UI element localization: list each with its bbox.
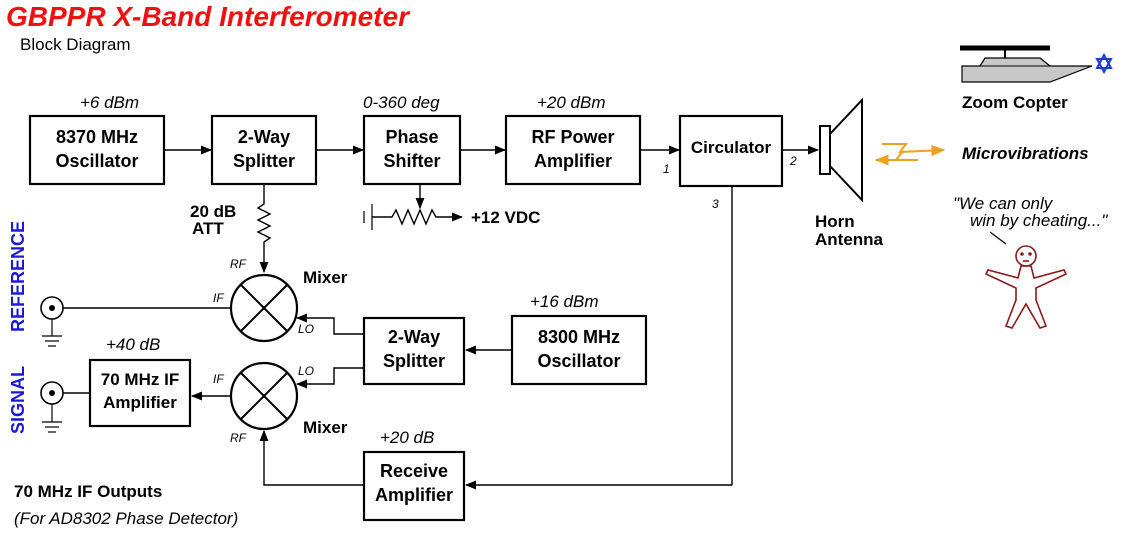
reference-label: REFERENCE	[8, 221, 28, 332]
zoom-copter-icon: Zoom Copter	[960, 45, 1113, 112]
mixer-bottom: Mixer IF LO RF	[213, 361, 348, 445]
mixer-top-if: IF	[213, 291, 224, 305]
circulator-block: Circulator 1 2 3	[663, 114, 797, 211]
mixer-bottom-label: Mixer	[303, 418, 348, 437]
oscillator-8370-block: +6 dBm 8370 MHz Oscillator	[28, 93, 166, 186]
splitter-top-block: 2-Way Splitter	[210, 114, 318, 186]
wire-rxamp-to-mixer-bottom	[259, 429, 364, 486]
outputs-label-line2: (For AD8302 Phase Detector)	[14, 509, 238, 528]
attenuator-symbol: 20 dB ATT	[190, 184, 272, 274]
zoom-copter-label: Zoom Copter	[962, 93, 1068, 112]
horn-antenna-icon: Horn Antenna	[815, 97, 884, 249]
diagram-subtitle: Block Diagram	[20, 35, 131, 54]
oscillator-8300-block: +16 dBm 8300 MHz Oscillator	[510, 292, 648, 386]
splitter-top-line1: 2-Way	[238, 127, 290, 147]
circulator-port-2: 2	[789, 154, 797, 168]
mixer-top: Mixer RF IF LO	[213, 257, 348, 343]
oscillator-8300-level: +16 dBm	[530, 292, 599, 311]
oscillator-8370-level: +6 dBm	[80, 93, 139, 112]
diagram-title: GBPPR X-Band Interferometer	[6, 1, 411, 32]
rf-amplifier-block: +20 dBm RF Power Amplifier	[504, 93, 642, 186]
horn-label-line1: Horn	[815, 212, 855, 231]
stick-figure-icon	[984, 245, 1068, 329]
phase-shifter-block: 0-360 deg Phase Shifter	[362, 93, 462, 186]
if-amplifier-level: +40 dB	[106, 335, 160, 354]
attenuator-line1: 20 dB	[190, 202, 236, 221]
signal-label: SIGNAL	[8, 366, 28, 434]
mixer-top-lo: LO	[298, 322, 314, 336]
circulator-label: Circulator	[691, 138, 772, 157]
quote-line2: win by cheating..."	[970, 211, 1108, 230]
receive-amplifier-line1: Receive	[380, 461, 448, 481]
oscillator-8370-line2: Oscillator	[55, 151, 138, 171]
circulator-port-3: 3	[712, 197, 719, 211]
microvibrations-label: Microvibrations	[962, 144, 1089, 163]
outputs-label-line1: 70 MHz IF Outputs	[14, 482, 162, 501]
oscillator-8370-line1: 8370 MHz	[56, 127, 138, 147]
mixer-top-rf: RF	[230, 257, 247, 271]
mixer-bottom-lo: LO	[298, 364, 314, 378]
oscillator-8300-line2: Oscillator	[537, 351, 620, 371]
if-amplifier-block: +40 dB 70 MHz IF Amplifier	[88, 335, 192, 428]
quote-line1: "We can only	[953, 194, 1054, 213]
if-amplifier-line2: Amplifier	[103, 393, 177, 412]
mixer-bottom-if: IF	[213, 372, 224, 386]
vdc-label: +12 VDC	[471, 208, 540, 227]
attenuator-line2: ATT	[192, 219, 224, 238]
rf-amplifier-level: +20 dBm	[537, 93, 606, 112]
splitter-top-line2: Splitter	[233, 151, 295, 171]
phase-shifter-line1: Phase	[385, 127, 438, 147]
receive-amplifier-line2: Amplifier	[375, 485, 453, 505]
reference-output-connector-icon	[40, 296, 231, 347]
phase-shifter-level: 0-360 deg	[363, 93, 440, 112]
star-icon	[1095, 58, 1113, 75]
rf-amplifier-line1: RF Power	[531, 127, 614, 147]
wire-lo-to-mixer-bottom	[295, 367, 364, 389]
circulator-port-1: 1	[663, 162, 670, 176]
splitter-lo-line1: 2-Way	[388, 327, 440, 347]
horn-label-line2: Antenna	[815, 230, 884, 249]
potentiometer-symbol: +12 VDC	[363, 184, 540, 230]
rf-amplifier-line2: Amplifier	[534, 151, 612, 171]
mixer-bottom-rf: RF	[230, 431, 247, 445]
splitter-lo-line2: Splitter	[383, 351, 445, 371]
microvibration-wave-icon	[874, 143, 946, 166]
oscillator-8300-line1: 8300 MHz	[538, 327, 620, 347]
mixer-top-label: Mixer	[303, 268, 348, 287]
receive-amplifier-block: +20 dB Receive Amplifier	[362, 428, 466, 522]
splitter-lo-block: 2-Way Splitter	[362, 316, 466, 386]
phase-shifter-line2: Shifter	[383, 151, 440, 171]
wire-lo-to-mixer-top	[295, 313, 364, 335]
if-amplifier-line1: 70 MHz IF	[101, 370, 179, 389]
receive-amplifier-level: +20 dB	[380, 428, 434, 447]
signal-output-connector-icon	[40, 381, 90, 433]
